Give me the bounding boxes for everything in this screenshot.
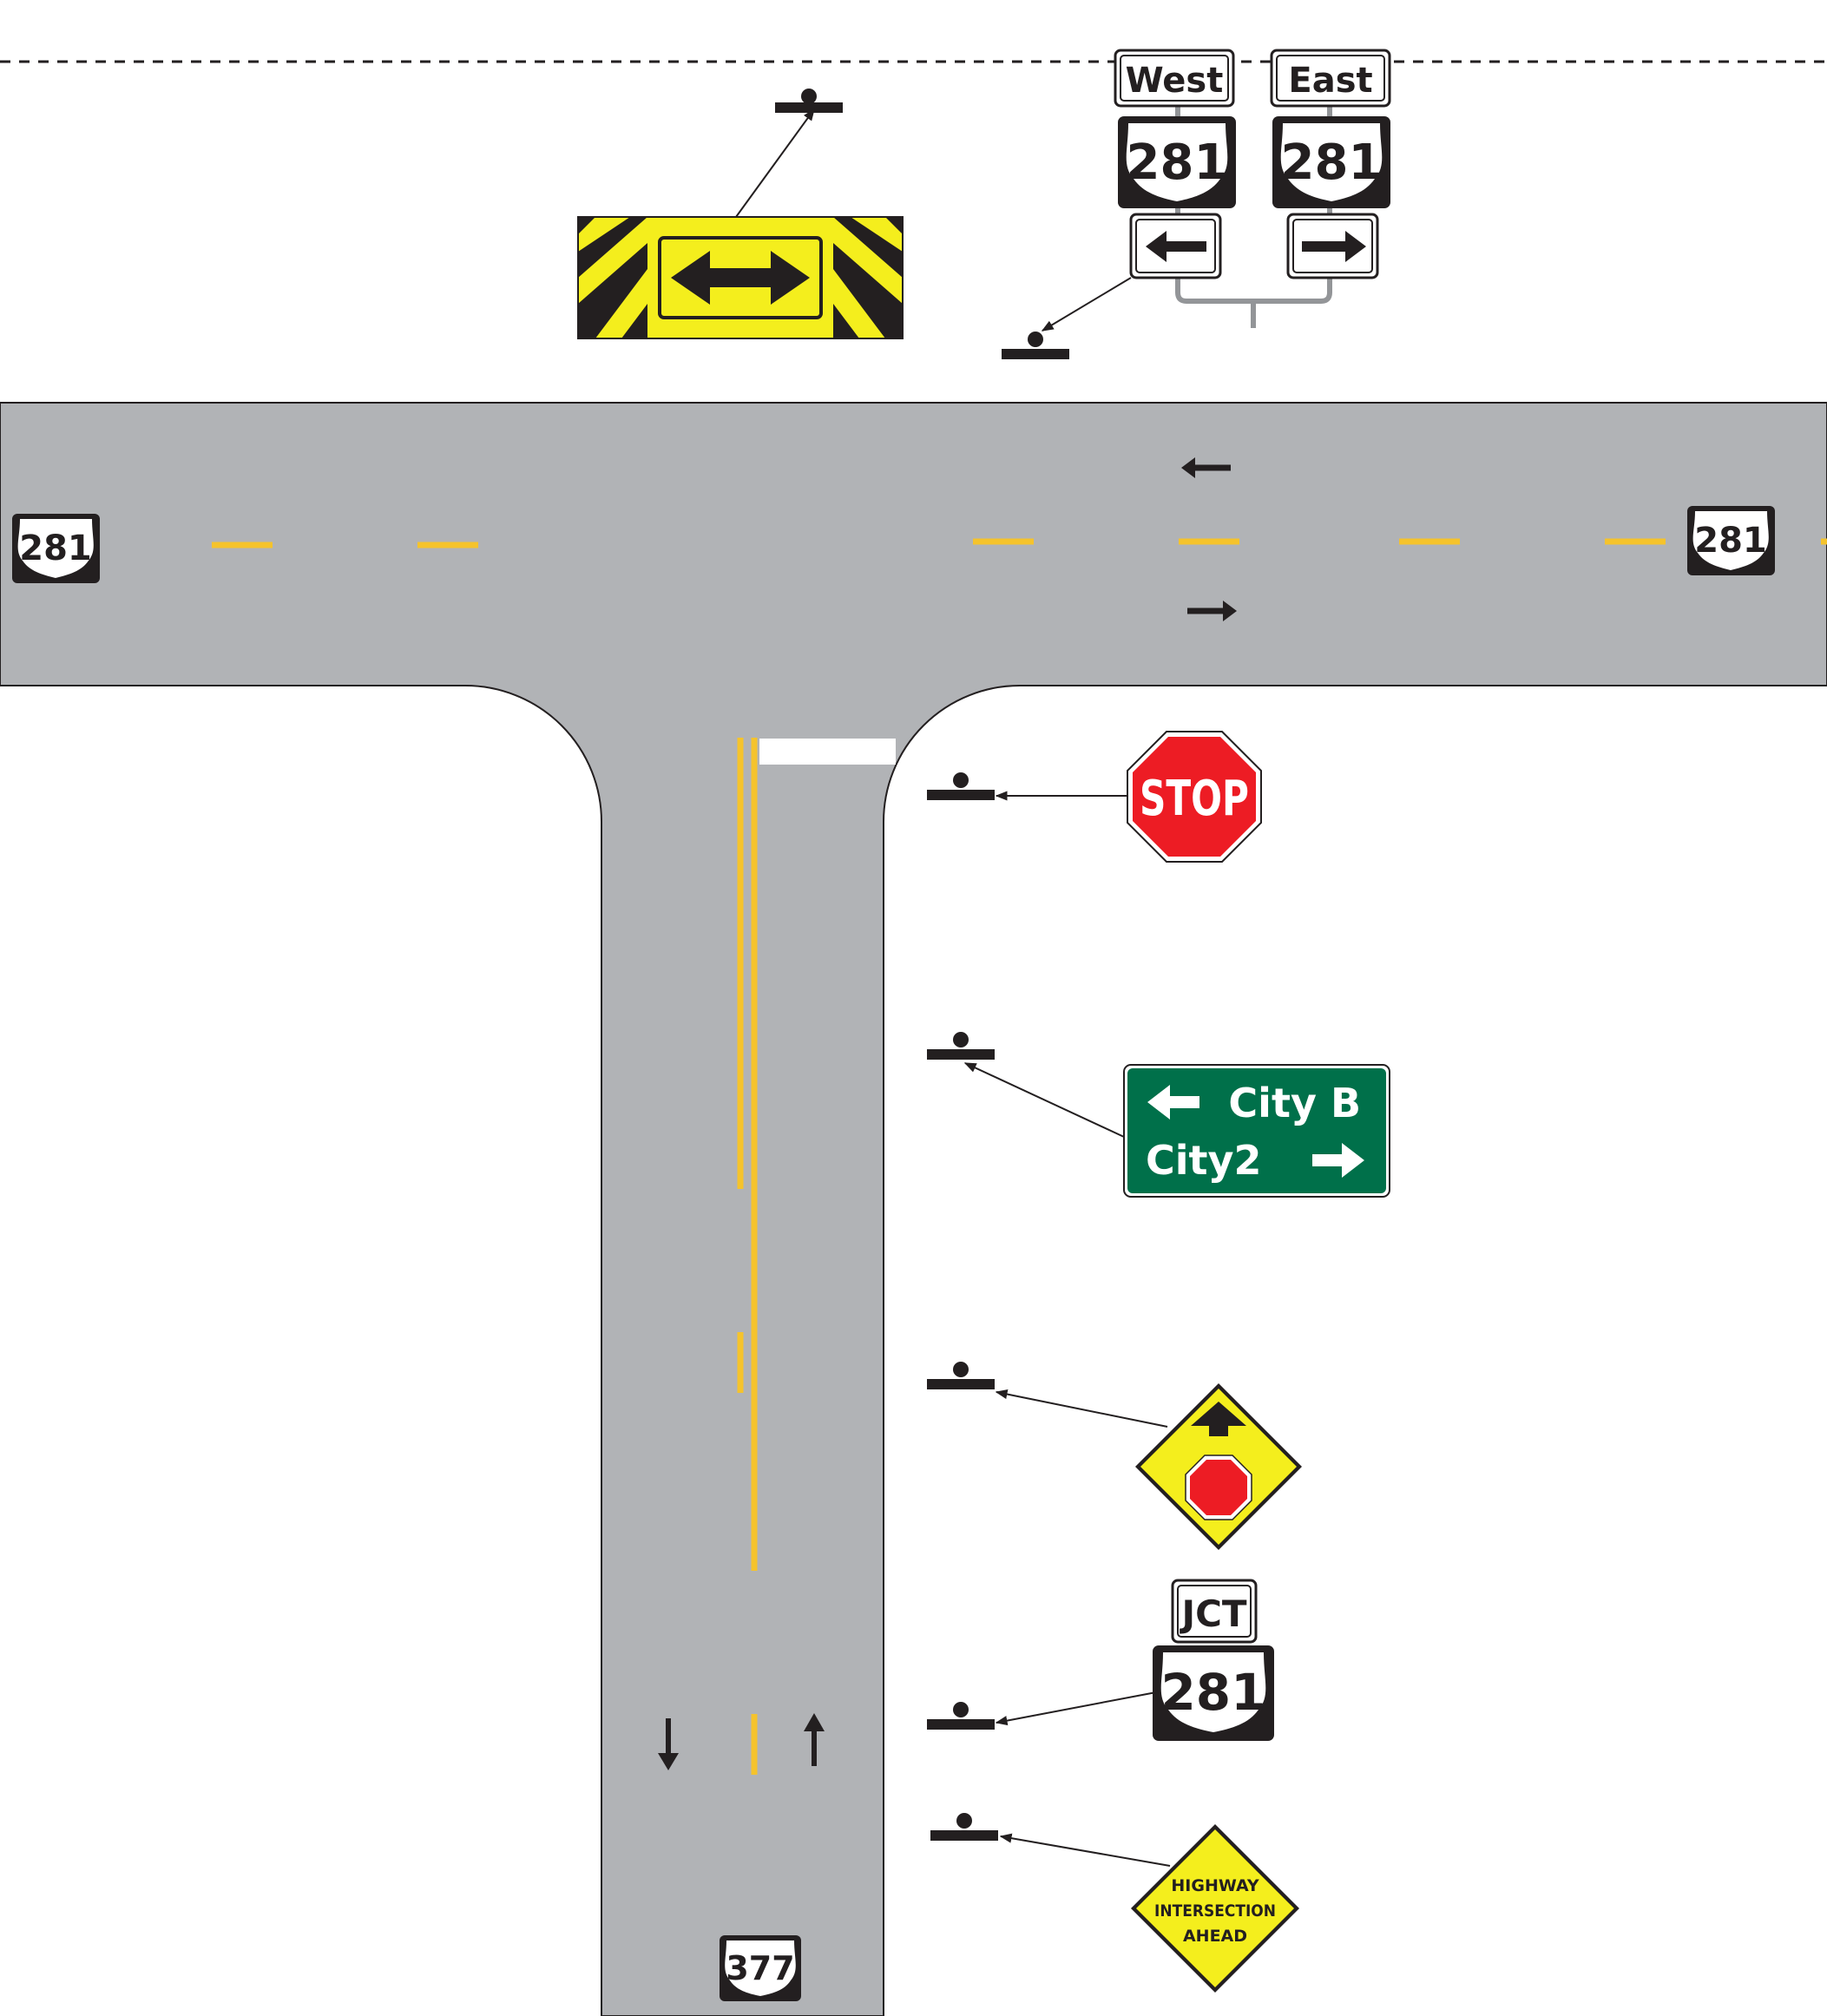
route-shield-number: 281 bbox=[19, 529, 92, 568]
stop-sign-text: STOP bbox=[1140, 771, 1249, 827]
destination-guide-sign: City B City2 bbox=[1123, 1064, 1390, 1198]
arrow-up-icon bbox=[1191, 1402, 1246, 1436]
pavement bbox=[0, 402, 1827, 2016]
post-symbol bbox=[1002, 332, 1069, 359]
highway-intersection-ahead-sign: HIGHWAY INTERSECTION AHEAD bbox=[1131, 1824, 1299, 1993]
warning-sign-line3: AHEAD bbox=[1183, 1927, 1247, 1946]
east-plaque-text: East bbox=[1288, 61, 1372, 101]
post-bracket bbox=[1175, 106, 1332, 328]
post-symbol bbox=[927, 772, 995, 800]
jct-plaque-text: JCT bbox=[1179, 1592, 1246, 1635]
directional-route-assembly: West East 281 281 bbox=[1114, 49, 1391, 328]
warning-sign-line2: INTERSECTION bbox=[1154, 1901, 1276, 1921]
warning-sign-line1: HIGHWAY bbox=[1171, 1876, 1259, 1895]
leader-lines bbox=[735, 108, 1171, 1867]
route-shield-377: 377 bbox=[720, 1935, 801, 2001]
chevron-stripes-left bbox=[578, 217, 647, 338]
arrow-left-icon bbox=[1147, 1085, 1199, 1120]
route-shield-number: 281 bbox=[1160, 1663, 1265, 1722]
guide-sign-line2: City2 bbox=[1146, 1137, 1262, 1184]
post-symbol bbox=[930, 1813, 998, 1841]
guide-sign-line1: City B bbox=[1228, 1080, 1361, 1126]
post-symbol bbox=[927, 1702, 995, 1730]
junction-route-assembly: JCT 281 bbox=[1153, 1579, 1274, 1741]
arrow-right-icon bbox=[1302, 231, 1366, 262]
road-network bbox=[0, 402, 1827, 2016]
stop-symbol-icon bbox=[1185, 1455, 1252, 1520]
main-road-centerline bbox=[212, 538, 1827, 548]
post-symbol bbox=[927, 1362, 995, 1389]
route-shield-281-west-assembly: 281 bbox=[1118, 116, 1236, 208]
double-headed-arrow-icon bbox=[671, 251, 810, 305]
right-arrow-plaque bbox=[1286, 213, 1379, 279]
arrow-right-icon bbox=[1312, 1143, 1364, 1178]
route-shield-number: 281 bbox=[1127, 135, 1228, 191]
west-plaque: West bbox=[1114, 49, 1235, 108]
route-shield-281-east: 281 bbox=[1687, 506, 1775, 575]
route-shield-281-west: 281 bbox=[12, 514, 100, 583]
stop-sign: STOP bbox=[1127, 731, 1262, 863]
route-shield-number: 281 bbox=[1281, 135, 1383, 191]
route-shield-number: 377 bbox=[726, 1949, 794, 1987]
route-shield-number: 281 bbox=[1694, 521, 1767, 561]
stop-ahead-warning-sign bbox=[1135, 1383, 1302, 1550]
west-plaque-text: West bbox=[1126, 61, 1224, 101]
stop-bar bbox=[759, 739, 896, 765]
chevron-stripes-right bbox=[833, 217, 903, 338]
route-shield-281-east-assembly: 281 bbox=[1272, 116, 1390, 208]
side-road-centerline bbox=[737, 738, 758, 1775]
jct-plaque: JCT bbox=[1171, 1579, 1258, 1644]
two-direction-large-arrow-sign bbox=[577, 216, 904, 339]
east-plaque: East bbox=[1270, 49, 1391, 108]
lane-arrows bbox=[658, 457, 1237, 1770]
sign-post-symbols bbox=[775, 89, 1069, 1841]
left-arrow-plaque bbox=[1129, 213, 1222, 279]
post-symbol bbox=[775, 89, 843, 113]
arrow-left-icon bbox=[1146, 231, 1206, 262]
post-symbol bbox=[927, 1032, 995, 1060]
route-shield-281-jct: 281 bbox=[1153, 1645, 1274, 1741]
